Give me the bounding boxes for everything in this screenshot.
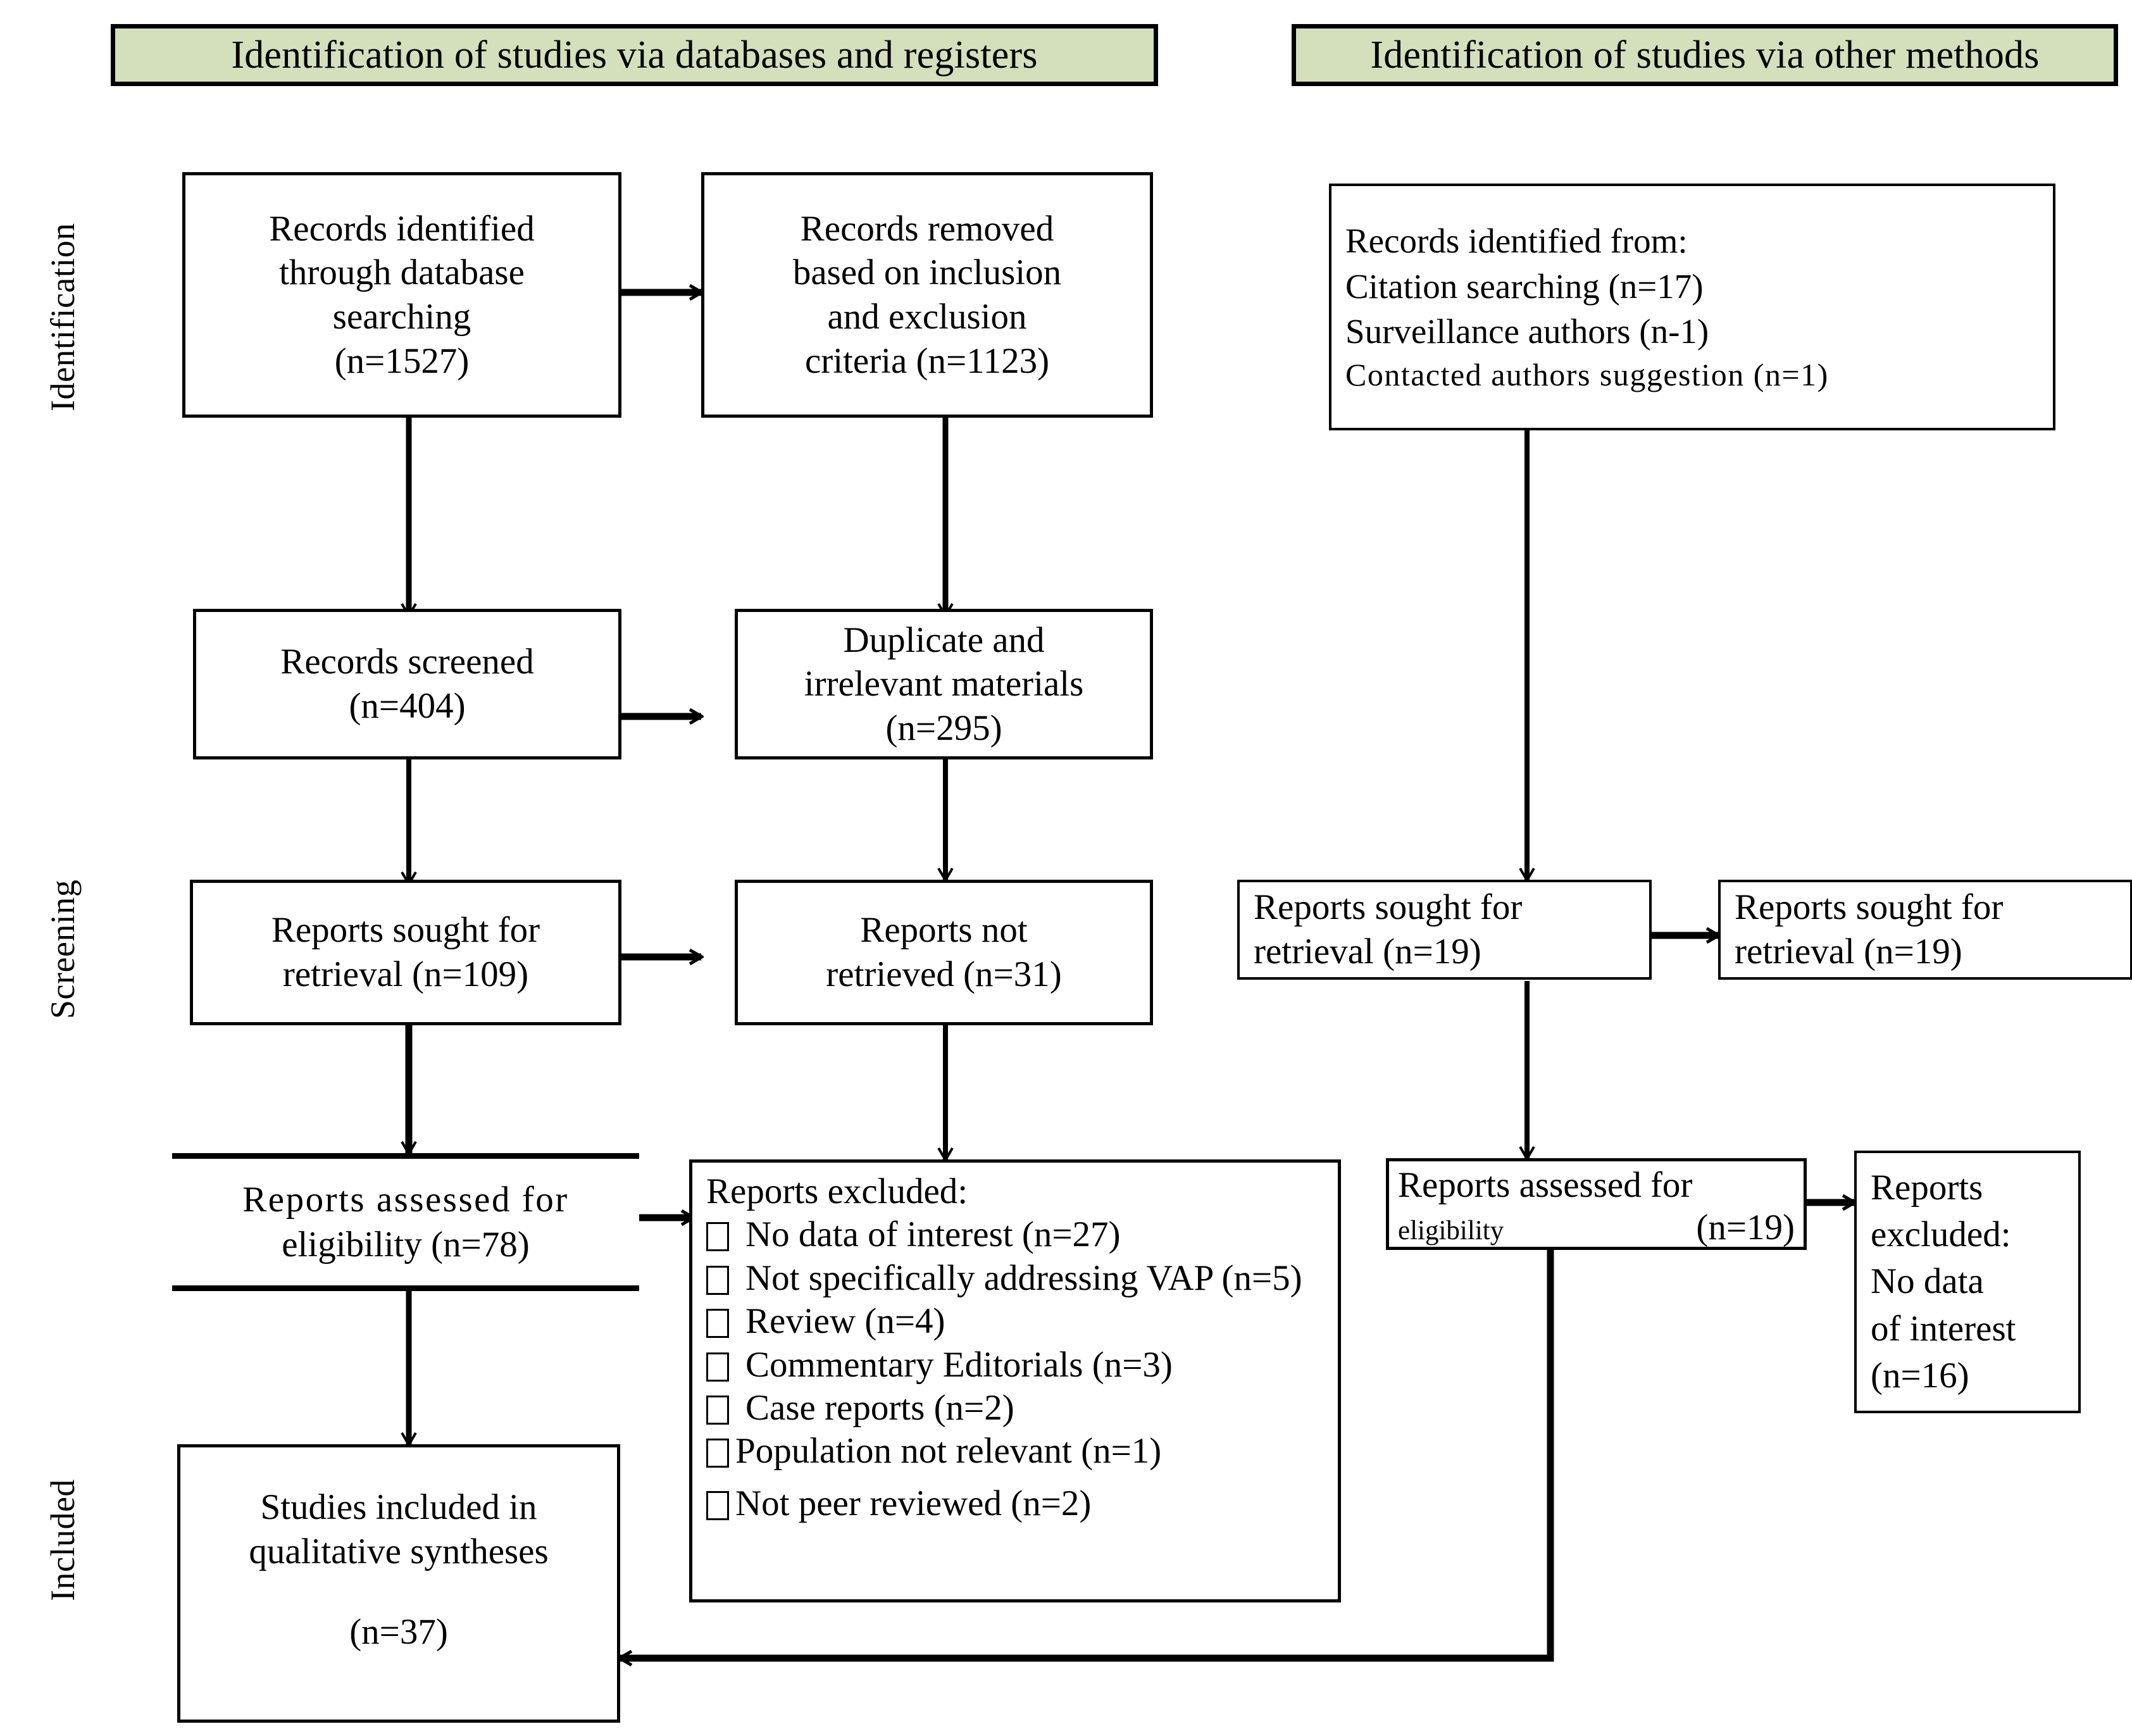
right-reports-sought-b-line1: Reports sought for <box>1735 887 2004 928</box>
studies-included-line1: Studies included in <box>260 1487 537 1527</box>
right-excluded-line4: of interest <box>1871 1308 2016 1349</box>
studies-included-line2: qualitative syntheses <box>249 1531 549 1571</box>
records-screened-line2: (n=404) <box>349 686 466 726</box>
reports-assessed-line1: Reports assessed for <box>242 1179 569 1220</box>
right-excluded-line3: No data <box>1871 1261 1984 1302</box>
records-identified-line4: (n=1527) <box>334 340 470 381</box>
right-reports-sought-a-line2: retrieval (n=19) <box>1254 932 1481 971</box>
right-reports-assessed-line2b: (n=19) <box>1696 1208 1795 1248</box>
reports-sought-line2: retrieval (n=109) <box>282 954 529 994</box>
stage-label-identification: Identification <box>43 223 82 411</box>
box-right-reports-sought-a: Reports sought for retrieval (n=19) <box>1237 880 1652 980</box>
right-reports-assessed-line2a: eligibility <box>1398 1216 1504 1246</box>
records-identified-from-line4: Contacted authors suggestion (n=1) <box>1345 356 1829 392</box>
box-right-reports-sought-b: Reports sought for retrieval (n=19) <box>1718 880 2132 980</box>
excluded-item-3: Review (n=4) <box>706 1300 1331 1343</box>
box-reports-sought-retrieval: Reports sought for retrieval (n=109) <box>190 880 621 1025</box>
right-excluded-line5: (n=16) <box>1871 1355 1969 1396</box>
excluded-item-2-text: Not specifically addressing VAP (n=5) <box>745 1258 1302 1298</box>
box-studies-included: Studies included in qualitative synthese… <box>177 1444 620 1723</box>
box-reports-not-retrieved: Reports not retrieved (n=31) <box>735 880 1153 1025</box>
duplicates-line1: Duplicate and <box>843 620 1045 660</box>
records-removed-line3: and exclusion <box>827 297 1027 337</box>
checkbox-icon <box>706 1387 745 1425</box>
box-records-identified-from: Records identified from: Citation search… <box>1329 184 2055 430</box>
box-records-identified-database: Records identified through database sear… <box>182 172 621 418</box>
stage-label-included: Included <box>43 1479 82 1601</box>
excluded-item-3-text: Review (n=4) <box>745 1301 945 1342</box>
excluded-item-6-text: Population not relevant (n=1) <box>735 1431 1162 1471</box>
records-identified-line3: searching <box>332 297 471 337</box>
excluded-item-5-text: Case reports (n=2) <box>745 1387 1014 1428</box>
stage-label-identification-text: Identification <box>44 223 82 411</box>
checkbox-icon <box>706 1430 735 1468</box>
excluded-item-1-text: No data of interest (n=27) <box>745 1215 1121 1255</box>
reports-assessed-line2: eligibility (n=78) <box>282 1225 530 1265</box>
checkbox-icon <box>706 1344 745 1382</box>
right-reports-sought-b-line2: retrieval (n=19) <box>1735 932 1962 971</box>
reports-excluded-title: Reports excluded: <box>706 1171 968 1211</box>
records-identified-from-line1: Records identified from: <box>1345 222 1688 261</box>
right-excluded-line2: excluded: <box>1871 1215 2011 1255</box>
box-right-reports-assessed-eligibility: Reports assessed for eligibility (n=19) <box>1386 1158 1807 1250</box>
records-removed-line2: based on inclusion <box>792 253 1062 293</box>
stage-label-screening: Screening <box>43 880 82 1019</box>
reports-sought-line1: Reports sought for <box>271 910 540 951</box>
studies-included-line3: (n=37) <box>349 1612 448 1652</box>
excluded-item-6: Population not relevant (n=1) <box>706 1430 1331 1473</box>
records-removed-line1: Records removed <box>800 208 1054 249</box>
records-identified-from-line3: Surveillance authors (n-1) <box>1345 312 1709 351</box>
box-duplicate-irrelevant: Duplicate and irrelevant materials (n=29… <box>735 609 1153 759</box>
checkbox-icon <box>706 1257 745 1295</box>
banner-right-label: Identification of studies via other meth… <box>1370 33 2040 77</box>
right-reports-sought-a-line1: Reports sought for <box>1254 887 1523 928</box>
box-records-screened: Records screened (n=404) <box>193 609 621 759</box>
excluded-item-7-text: Not peer reviewed (n=2) <box>735 1483 1092 1523</box>
box-reports-excluded-list: Reports excluded: No data of interest (n… <box>689 1159 1341 1602</box>
right-excluded-line1: Reports <box>1871 1168 1983 1208</box>
banner-left-label: Identification of studies via databases … <box>231 33 1038 77</box>
excluded-item-7: Not peer reviewed (n=2) <box>706 1482 1331 1525</box>
checkbox-icon <box>706 1482 735 1520</box>
records-screened-line1: Records screened <box>280 642 534 682</box>
box-reports-assessed-eligibility: Reports assessed for eligibility (n=78) <box>172 1153 639 1291</box>
records-removed-line4: criteria (n=1123) <box>804 340 1050 381</box>
excluded-item-1: No data of interest (n=27) <box>706 1213 1331 1256</box>
box-right-reports-excluded: Reports excluded: No data of interest (n… <box>1854 1151 2081 1413</box>
checkbox-icon <box>706 1213 745 1252</box>
excluded-item-4-text: Commentary Editorials (n=3) <box>745 1344 1173 1385</box>
right-reports-assessed-line1: Reports assessed for <box>1398 1165 1693 1205</box>
stage-label-included-text: Included <box>44 1479 82 1601</box>
reports-not-retrieved-line2: retrieved (n=31) <box>826 954 1062 994</box>
banner-identification-databases: Identification of studies via databases … <box>111 24 1158 86</box>
records-identified-line1: Records identified <box>269 208 535 249</box>
records-identified-line2: through database <box>279 253 525 293</box>
box-records-removed: Records removed based on inclusion and e… <box>701 172 1153 418</box>
stage-label-screening-text: Screening <box>44 879 82 1019</box>
reports-not-retrieved-line1: Reports not <box>860 910 1028 951</box>
excluded-item-2: Not specifically addressing VAP (n=5) <box>706 1257 1331 1300</box>
duplicates-line2: irrelevant materials <box>804 664 1084 704</box>
duplicates-line3: (n=295) <box>885 708 1002 748</box>
excluded-item-4: Commentary Editorials (n=3) <box>706 1344 1331 1387</box>
excluded-item-5: Case reports (n=2) <box>706 1387 1331 1430</box>
checkbox-icon <box>706 1300 745 1339</box>
banner-identification-other-methods: Identification of studies via other meth… <box>1292 24 2118 86</box>
records-identified-from-line2: Citation searching (n=17) <box>1345 266 1704 306</box>
